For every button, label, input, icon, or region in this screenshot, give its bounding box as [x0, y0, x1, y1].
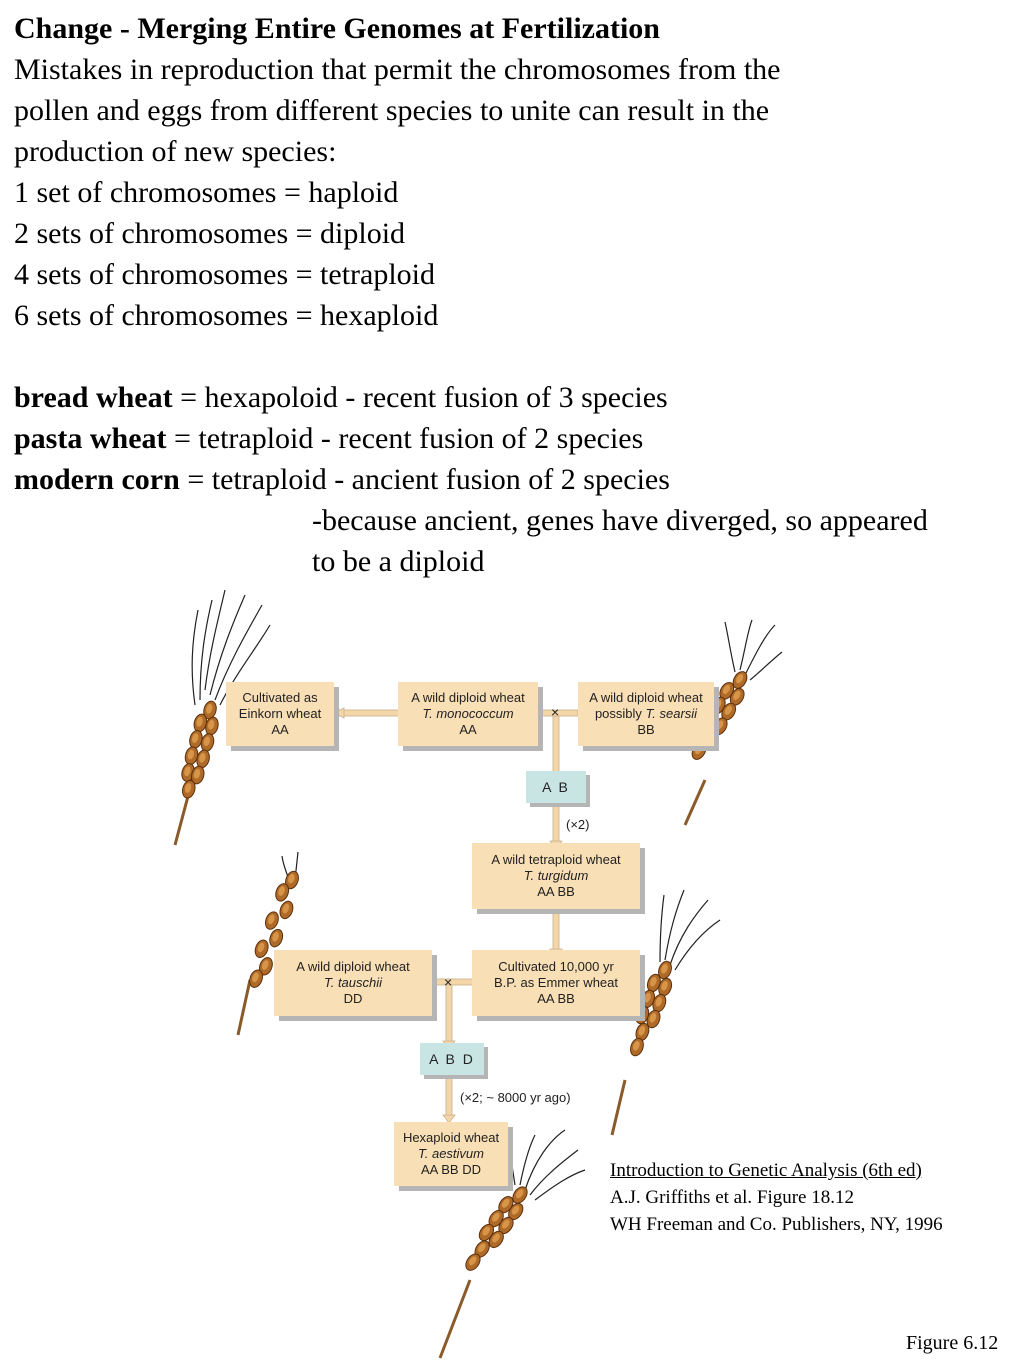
- box-aestivum: Hexaploid wheat T. aestivum AA BB DD: [394, 1122, 508, 1186]
- term-bread-wheat: bread wheat: [14, 381, 173, 414]
- ploidy-tetraploid: 4 sets of chromosomes = tetraploid: [14, 254, 435, 295]
- box-turgidum: A wild tetraploid wheat T. turgidum AA B…: [472, 843, 640, 909]
- einkorn-line-1: Cultivated as: [226, 690, 334, 706]
- box-searsii: A wild diploid wheat possibly T. searsii…: [578, 682, 714, 746]
- genome-abd-box: A B D: [420, 1043, 484, 1075]
- turgidum-genome: AA BB: [472, 884, 640, 900]
- box-einkorn: Cultivated as Einkorn wheat AA: [226, 682, 334, 746]
- wheat-evolution-diagram: × × Cultivated as Einkorn wheat AA A wil…: [0, 580, 1024, 1365]
- box-tauschii: A wild diploid wheat T. tauschii DD: [274, 950, 432, 1016]
- aestivum-line-1: Hexaploid wheat: [394, 1130, 508, 1146]
- turgidum-species: T. turgidum: [472, 868, 640, 884]
- example-pasta-wheat: pasta wheat = tetraploid - recent fusion…: [14, 418, 643, 459]
- desc-modern-corn: = tetraploid - ancient fusion of 2 speci…: [180, 463, 670, 496]
- doubling-note-2: (×2; ~ 8000 yr ago): [460, 1090, 571, 1105]
- citation-authors: A.J. Griffiths et al. Figure 18.12: [610, 1184, 854, 1211]
- desc-bread-wheat: = hexapoloid - recent fusion of 3 specie…: [173, 381, 668, 414]
- doubling-note-1: (×2): [566, 817, 589, 832]
- searsii-line-1: A wild diploid wheat: [578, 690, 714, 706]
- emmer-line-1: Cultivated 10,000 yr: [472, 959, 640, 975]
- box-emmer: Cultivated 10,000 yr B.P. as Emmer wheat…: [472, 950, 640, 1016]
- intro-line-2: pollen and eggs from different species t…: [14, 90, 769, 131]
- monococcum-genome: AA: [398, 722, 538, 738]
- monococcum-line-1: A wild diploid wheat: [398, 690, 538, 706]
- example-bread-wheat: bread wheat = hexapoloid - recent fusion…: [14, 377, 668, 418]
- term-modern-corn: modern corn: [14, 463, 180, 496]
- tauschii-genome: DD: [274, 991, 432, 1007]
- ploidy-diploid: 2 sets of chromosomes = diploid: [14, 213, 405, 254]
- searsii-species: T. searsii: [646, 706, 698, 721]
- einkorn-genome: AA: [226, 722, 334, 738]
- cross-symbol-1: ×: [551, 704, 559, 720]
- einkorn-line-2: Einkorn wheat: [226, 706, 334, 722]
- box-monococcum: A wild diploid wheat T. monococcum AA: [398, 682, 538, 746]
- tauschii-species: T. tauschii: [274, 975, 432, 991]
- genome-ab-box: A B: [526, 771, 586, 803]
- turgidum-line-1: A wild tetraploid wheat: [472, 852, 640, 868]
- page-title: Change - Merging Entire Genomes at Ferti…: [14, 8, 660, 49]
- example-modern-corn: modern corn = tetraploid - ancient fusio…: [14, 459, 670, 500]
- ploidy-haploid: 1 set of chromosomes = haploid: [14, 172, 398, 213]
- figure-label: Figure 6.12: [906, 1332, 998, 1355]
- corn-note-line-2: to be a diploid: [312, 541, 484, 582]
- corn-note-line-1: -because ancient, genes have diverged, s…: [312, 500, 928, 541]
- searsii-possibly: possibly: [595, 706, 646, 721]
- monococcum-species: T. monococcum: [398, 706, 538, 722]
- aestivum-genome: AA BB DD: [394, 1162, 508, 1178]
- aestivum-species: T. aestivum: [394, 1146, 508, 1162]
- desc-pasta-wheat: = tetraploid - recent fusion of 2 specie…: [167, 422, 644, 455]
- searsii-genome: BB: [578, 722, 714, 738]
- term-pasta-wheat: pasta wheat: [14, 422, 167, 455]
- arrow-to-einkorn: [334, 708, 344, 718]
- tauschii-line-1: A wild diploid wheat: [274, 959, 432, 975]
- citation-publisher: WH Freeman and Co. Publishers, NY, 1996: [610, 1211, 943, 1238]
- intro-line-3: production of new species:: [14, 131, 336, 172]
- emmer-line-2: B.P. as Emmer wheat: [472, 975, 640, 991]
- intro-line-1: Mistakes in reproduction that permit the…: [14, 49, 781, 90]
- emmer-genome: AA BB: [472, 991, 640, 1007]
- ploidy-hexaploid: 6 sets of chromosomes = hexaploid: [14, 295, 438, 336]
- citation-title: Introduction to Genetic Analysis (6th ed…: [610, 1157, 922, 1184]
- cross-symbol-2: ×: [444, 974, 452, 990]
- searsii-line-2: possibly T. searsii: [578, 706, 714, 722]
